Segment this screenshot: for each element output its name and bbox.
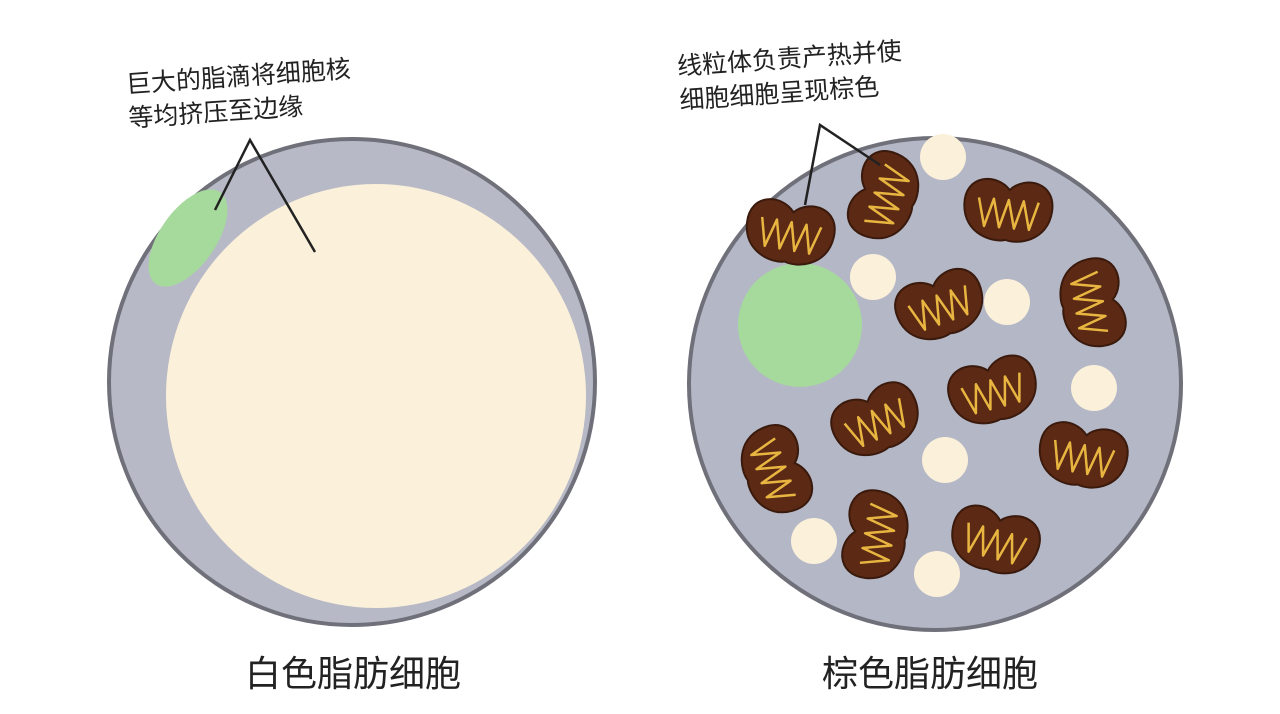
mitochondrion-body [894,267,984,341]
white-cell-lipid-droplet [166,184,586,608]
mitochondrion [894,267,984,341]
brown-fat-cell [687,134,1183,632]
mitochondrion [746,198,836,266]
mitochondrion [841,489,909,579]
mitochondrion-cristae [864,163,910,225]
mitochondrion-cristae [1070,270,1109,333]
mitochondrion [846,150,920,240]
lipid-droplet [791,518,837,564]
mitochondrion-cristae [960,372,1021,415]
mitochondrion [1039,421,1129,489]
mitochondrion-cristae [977,197,1040,232]
lipid-droplet [850,254,896,300]
mitochondrion-cristae [760,216,823,255]
mitochondrion-cristae [967,522,1028,565]
mitochondrion [951,504,1041,575]
mitochondrion-cristae [843,398,906,448]
mitochondrion-body [846,150,920,240]
lipid-droplet [1071,365,1117,411]
mitochondrion-body [740,424,814,514]
mitochondrion-body [947,354,1037,425]
mitochondrion-cristae [859,502,898,565]
mitochondrion [947,354,1037,425]
mitochondrion [963,177,1054,243]
white-fat-cell [107,137,597,627]
white-cell-pointer-lines [213,137,317,253]
mitochondrion-cristae [907,285,969,331]
mitochondrion [830,381,919,457]
white-cell-nucleus [148,189,228,287]
mitochondrion-body [951,504,1041,575]
mitochondrion [1059,257,1127,347]
brown-cell-nucleus [738,263,862,387]
mitochondrion-cristae [750,437,796,499]
brown-cell-caption: 棕色脂肪细胞 [822,654,1039,695]
white-cell-caption: 白色脂肪细胞 [245,654,462,695]
brown-cell-pointer-lines [803,122,881,206]
lipid-droplet [984,279,1030,325]
lipid-droplet [922,437,968,483]
mitochondrion-cristae [1053,439,1116,478]
lipid-droplet [920,134,966,180]
lipid-droplet [914,551,960,597]
mitochondrion [740,424,814,514]
